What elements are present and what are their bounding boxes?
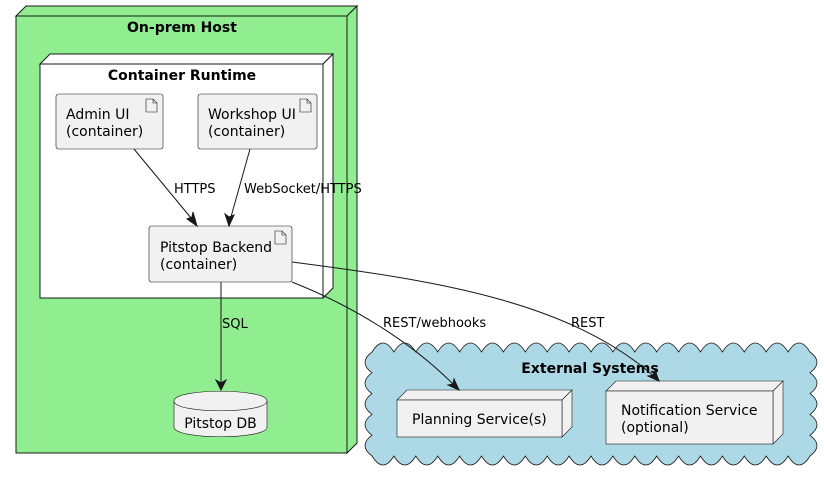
notification-node-front-face	[605, 390, 774, 445]
runtime-node-top-face	[38, 53, 335, 65]
database-icon	[173, 391, 268, 437]
admin-ui-type: (container)	[66, 124, 143, 140]
edge-line	[133, 148, 197, 225]
pitstop-db[interactable]: Pitstop DB	[173, 391, 268, 437]
planning-node-label: Planning Service(s)	[412, 412, 547, 428]
workshop-ui-artifact[interactable]: Workshop UI (container)	[197, 93, 318, 150]
arrowhead-icon	[224, 212, 235, 228]
database-lid	[173, 400, 268, 411]
runtime-node-title: Container Runtime	[108, 68, 256, 84]
arrowhead-icon	[214, 378, 228, 392]
edge-line	[228, 148, 251, 225]
notification-node-label: Notification Service	[621, 403, 758, 419]
artifact-icon	[299, 98, 312, 113]
database-label: Pitstop DB	[184, 416, 257, 432]
edge-backend-to-db[interactable]: SQL	[214, 282, 248, 392]
edge-admin-to-backend[interactable]: HTTPS	[133, 148, 216, 228]
workshop-ui-name: Workshop UI	[208, 107, 296, 123]
workshop-ui-box	[197, 93, 318, 150]
arrowhead-icon	[646, 368, 660, 382]
admin-ui-box	[55, 93, 164, 150]
edge-label: SQL	[222, 317, 248, 332]
artifact-icon	[274, 230, 287, 245]
host-node-title: On-prem Host	[127, 20, 237, 36]
edge-label: WebSocket/HTTPS	[244, 182, 362, 197]
edge-label: REST/webhooks	[383, 316, 486, 331]
notification-node-sublabel: (optional)	[621, 420, 689, 436]
edge-label: HTTPS	[174, 182, 216, 197]
workshop-ui-type: (container)	[208, 124, 285, 140]
arrowhead-icon	[446, 377, 461, 392]
backend-type: (container)	[160, 257, 237, 273]
arrowhead-icon	[185, 211, 198, 228]
runtime-node-side-face	[322, 52, 334, 300]
cloud-title: External Systems	[521, 361, 658, 377]
edge-line	[291, 261, 658, 380]
artifact-icon	[145, 98, 158, 113]
edge-backend-to-planning[interactable]: REST/webhooks	[291, 281, 486, 392]
admin-ui-artifact[interactable]: Admin UI (container)	[55, 93, 164, 150]
edge-workshop-to-backend[interactable]: WebSocket/HTTPS	[224, 148, 362, 228]
planning-service-node[interactable]: Planning Service(s)	[396, 389, 573, 438]
backend-artifact[interactable]: Pitstop Backend (container)	[148, 225, 293, 283]
host-node-top-face	[14, 5, 359, 17]
edge-line	[291, 281, 458, 389]
admin-ui-name: Admin UI	[66, 107, 129, 123]
planning-node-front-face	[396, 399, 563, 438]
planning-node-top-face	[396, 389, 573, 401]
edge-backend-to-notification[interactable]: REST	[291, 261, 660, 382]
backend-name: Pitstop Backend	[160, 240, 272, 256]
notification-node-side-face	[772, 380, 784, 445]
notification-service-node[interactable]: Notification Service (optional)	[605, 380, 784, 445]
notification-node-top-face	[605, 380, 784, 392]
host-node-side-face	[346, 4, 358, 455]
edge-label: REST	[571, 316, 604, 331]
